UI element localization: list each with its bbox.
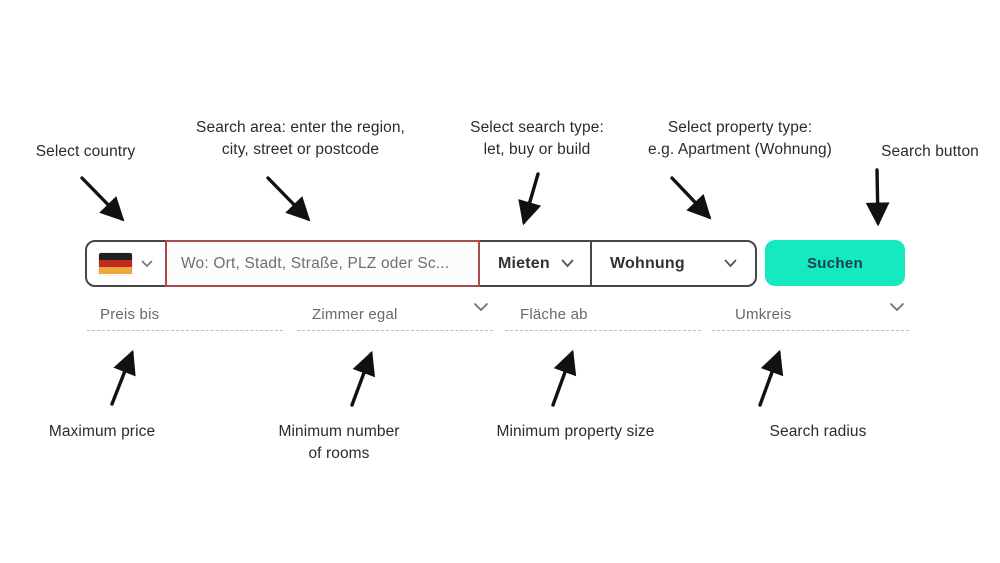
annotation-search-area: Search area: enter the region, city, str… bbox=[196, 119, 405, 158]
rooms-filter-label: Zimmer egal bbox=[312, 306, 398, 323]
arrow-search-radius bbox=[758, 349, 784, 407]
annotation-search-type: Select search type: let, buy or build bbox=[470, 119, 604, 158]
chevron-down-icon bbox=[141, 260, 153, 267]
country-selector[interactable] bbox=[85, 240, 167, 287]
arrow-minimum-rooms bbox=[350, 350, 376, 407]
chevron-down-icon bbox=[724, 259, 737, 268]
max-price-filter[interactable]: Preis bis bbox=[87, 300, 283, 331]
arrow-search-area bbox=[266, 176, 311, 222]
annotation-minimum-rooms: Minimum number of rooms bbox=[278, 423, 400, 462]
arrow-minimum-size bbox=[551, 349, 577, 407]
location-search-input[interactable] bbox=[167, 242, 478, 285]
search-type-value: Mieten bbox=[498, 254, 550, 272]
annotation-property-type: Select property type: e.g. Apartment (Wo… bbox=[648, 119, 832, 158]
search-type-dropdown[interactable]: Mieten bbox=[478, 240, 592, 287]
arrow-property-type bbox=[670, 176, 712, 220]
arrow-maximum-price bbox=[110, 349, 136, 406]
germany-flag-icon bbox=[99, 252, 132, 275]
size-filter-label: Fläche ab bbox=[520, 306, 588, 323]
radius-filter[interactable]: Umkreis bbox=[712, 300, 909, 331]
size-filter[interactable]: Fläche ab bbox=[505, 300, 701, 331]
arrow-search-button bbox=[865, 168, 890, 227]
max-price-filter-label: Preis bis bbox=[100, 306, 160, 323]
property-type-dropdown[interactable]: Wohnung bbox=[590, 240, 757, 287]
chevron-down-icon bbox=[561, 259, 574, 268]
annotation-select-country: Select country bbox=[35, 143, 136, 160]
annotation-search-button: Search button bbox=[881, 143, 979, 160]
annotation-maximum-price: Maximum price bbox=[48, 423, 156, 440]
property-type-value: Wohnung bbox=[610, 254, 685, 272]
search-submit-button[interactable]: Suchen bbox=[765, 240, 905, 286]
radius-filter-label: Umkreis bbox=[735, 306, 792, 323]
location-search-field[interactable] bbox=[165, 240, 480, 287]
annotation-minimum-size: Minimum property size bbox=[496, 423, 655, 440]
arrow-select-country bbox=[80, 176, 125, 222]
annotation-search-radius: Search radius bbox=[769, 423, 867, 440]
rooms-filter[interactable]: Zimmer egal bbox=[297, 300, 493, 331]
chevron-down-icon bbox=[890, 303, 904, 312]
arrow-search-type bbox=[518, 172, 542, 226]
chevron-down-icon bbox=[474, 303, 488, 312]
